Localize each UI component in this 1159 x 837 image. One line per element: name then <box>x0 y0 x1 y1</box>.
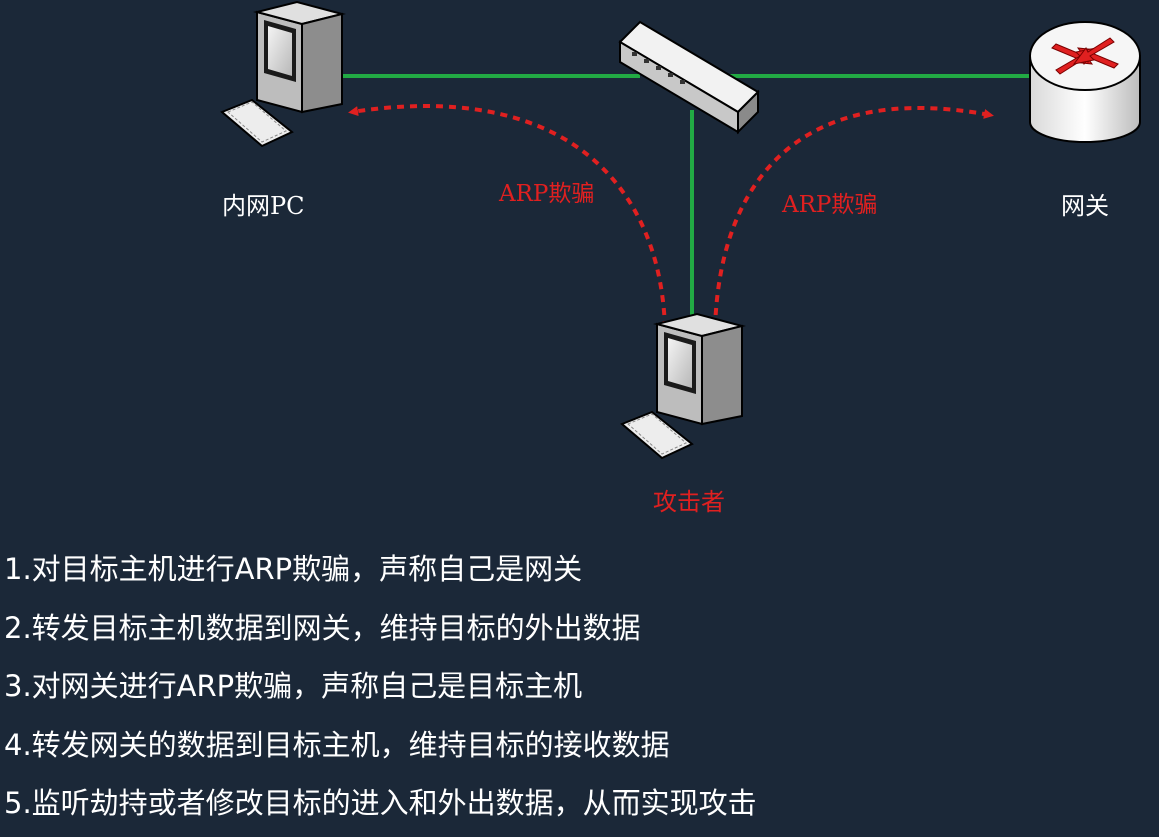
attack-step: 1.对目标主机进行ARP欺骗，声称自己是网关 <box>4 544 757 603</box>
attack-step: 5.监听劫持或者修改目标的进入和外出数据，从而实现攻击 <box>4 778 757 837</box>
arp-spoof-label-right: ARP欺骗 <box>782 185 877 219</box>
attacker-desktop-computer-icon <box>622 314 742 458</box>
attacker-label: 攻击者 <box>653 482 725 517</box>
attack-step: 3.对网关进行ARP欺骗，声称自己是目标主机 <box>4 661 757 720</box>
attack-step: 2.转发目标主机数据到网关，维持目标的外出数据 <box>4 603 757 662</box>
spoof-arrow-to-pc <box>352 106 665 328</box>
network-diagram <box>0 0 1159 540</box>
pc-desktop-computer-icon <box>222 2 342 146</box>
attack-steps-list: 1.对目标主机进行ARP欺骗，声称自己是网关 2.转发目标主机数据到网关，维持目… <box>4 544 757 837</box>
attack-step: 4.转发网关的数据到目标主机，维持目标的接收数据 <box>4 720 757 779</box>
gateway-router-icon <box>1030 22 1140 142</box>
arp-spoof-label-left: ARP欺骗 <box>499 174 594 208</box>
gateway-label: 网关 <box>1061 186 1109 221</box>
pc-label: 内网PC <box>222 186 305 221</box>
